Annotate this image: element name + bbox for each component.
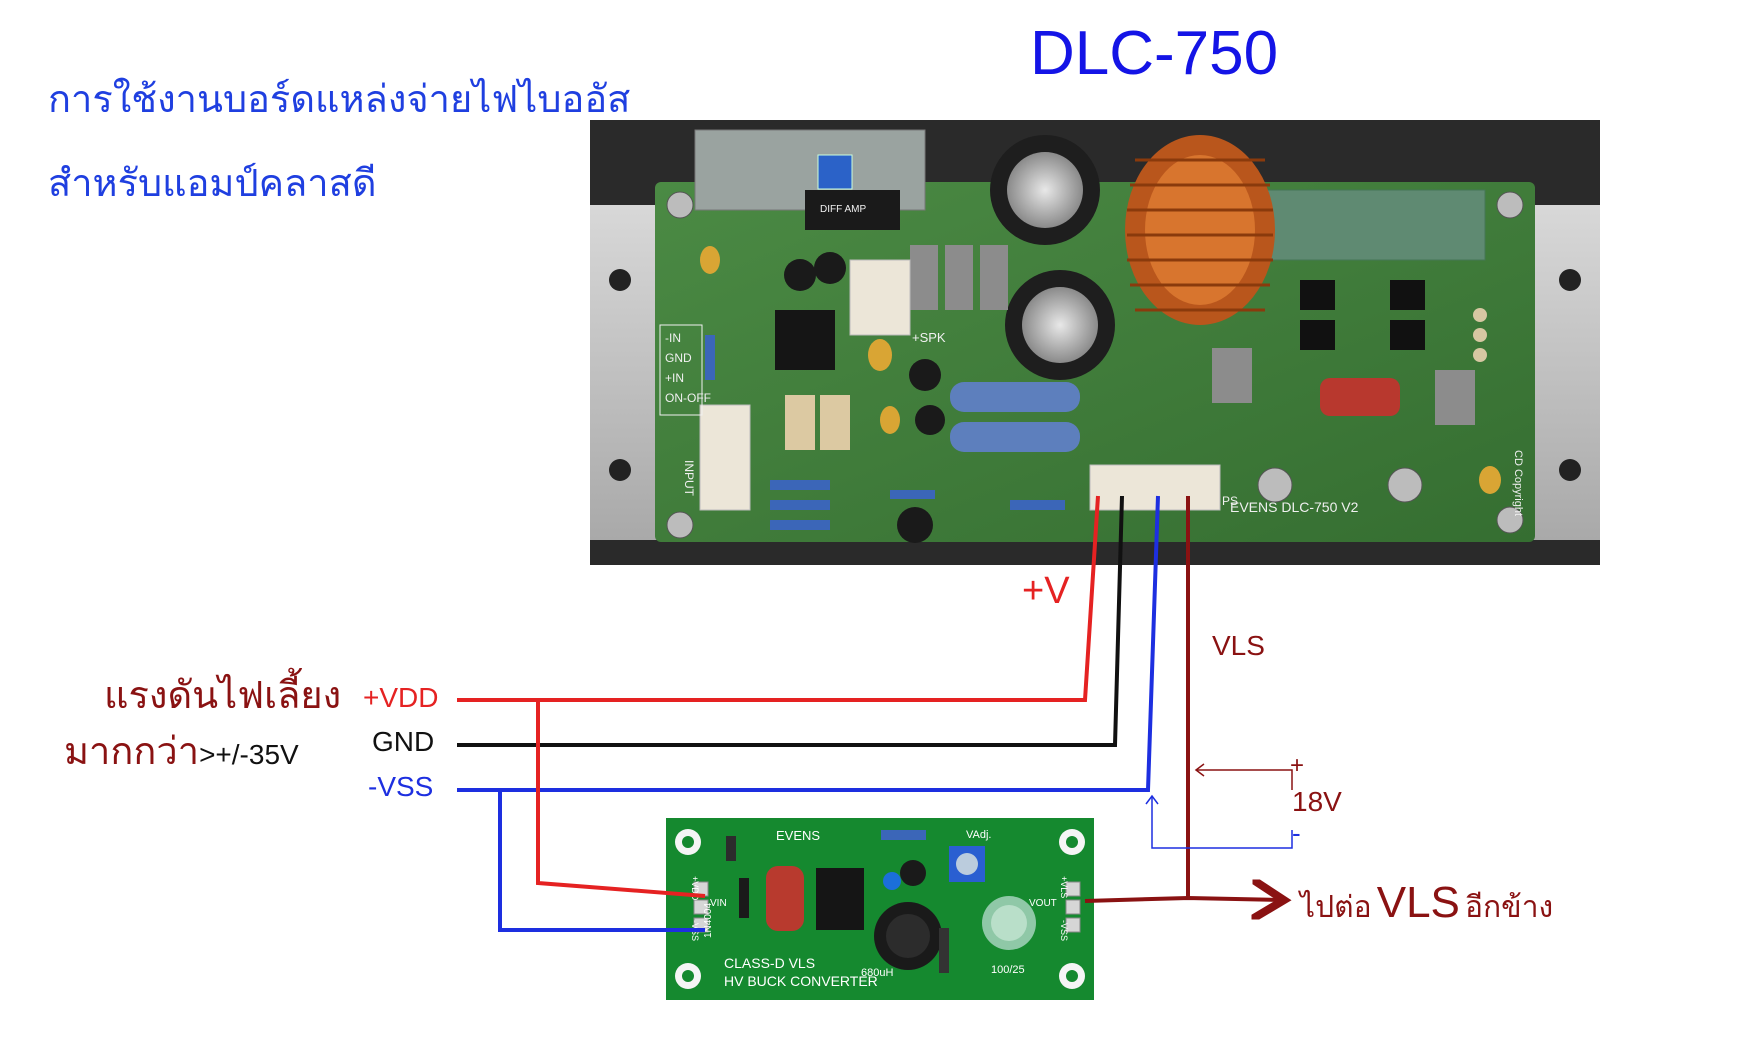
heading-line-2: สำหรับแอมป์คลาสดี	[48, 161, 377, 205]
supply-note-value: >+/-35V	[199, 739, 299, 770]
supply-note-prefix: มากกว่า	[64, 729, 200, 773]
vss-label: -VSS	[368, 771, 434, 802]
cap-label: 100/25	[991, 964, 1025, 976]
vdd-wire	[457, 495, 1100, 702]
vadj-label: VAdj.	[966, 829, 991, 841]
vss-wire	[457, 495, 1160, 792]
vdd-drop	[536, 700, 706, 898]
vls-out-prefix: ไปต่อ	[1300, 890, 1372, 925]
pin-label: -IN	[665, 331, 681, 345]
pin-left-label: VIN	[710, 898, 727, 909]
ps-connector	[1089, 464, 1221, 511]
diagram-title: DLC-750	[1030, 19, 1279, 88]
supply-note-line-1: แรงดันไฟเลี้ยง	[104, 673, 342, 717]
gnd-label: GND	[372, 726, 435, 757]
vdd-label: +VDD	[363, 682, 439, 713]
speaker-label: +SPK	[912, 330, 946, 345]
pin-label: ON-OFF	[665, 391, 711, 405]
vls-out-label: ไปต่อ VLS อีกข้าง	[1300, 878, 1553, 931]
vls-board-photo: EVENS VAdj. 1N4004 CLASS-D VLS HV BUCK C…	[666, 818, 1094, 1000]
output-18v-value: 18V	[1292, 786, 1342, 817]
heading-line-1: การใช้งานบอร์ดแหล่งจ่ายไฟไบออัส	[48, 77, 631, 121]
main-board-photo: -IN GND +IN ON-OFF INPUT +SPK DIFF AMP E…	[590, 120, 1600, 565]
inductor-label: 680uH	[861, 967, 893, 979]
input-label: INPUT	[682, 460, 696, 497]
pin-right-label: -VSS	[1059, 920, 1069, 941]
vls-board-brand: EVENS	[776, 828, 820, 843]
copyright-label: CD Copyright	[1512, 450, 1524, 516]
vss-drop	[498, 790, 705, 932]
d1-label: 1N4004	[703, 903, 714, 938]
board-brand-label: EVENS DLC-750 V2	[1230, 499, 1359, 515]
measure-minus	[1151, 796, 1293, 849]
amp-label: DIFF AMP	[820, 204, 866, 215]
vls-out-suffix: อีกข้าง	[1465, 890, 1554, 925]
ps-label: PS	[1222, 494, 1238, 508]
pin-label: +IN	[665, 371, 684, 385]
vls-board-name-1: CLASS-D VLS	[724, 955, 815, 971]
vls-out-main: VLS	[1376, 878, 1460, 927]
pin-label: GND	[665, 351, 692, 365]
pin-left-label: +VDD	[690, 876, 700, 901]
vls-out-wire	[1084, 898, 1280, 901]
plus-v-label: +V	[1022, 570, 1070, 612]
vls-label: VLS	[1212, 630, 1265, 661]
supply-note-line-2: มากกว่า>+/-35V	[64, 720, 299, 781]
pin-right-label: +VLS	[1059, 876, 1069, 898]
pin-right-label: VOUT	[1029, 898, 1057, 909]
measure-plus	[1196, 769, 1293, 790]
output-plus-sign: +	[1290, 752, 1305, 779]
vls-board-name-2: HV BUCK CONVERTER	[724, 973, 878, 989]
gnd-wire	[457, 495, 1124, 747]
output-minus-sign: -	[1292, 818, 1301, 848]
